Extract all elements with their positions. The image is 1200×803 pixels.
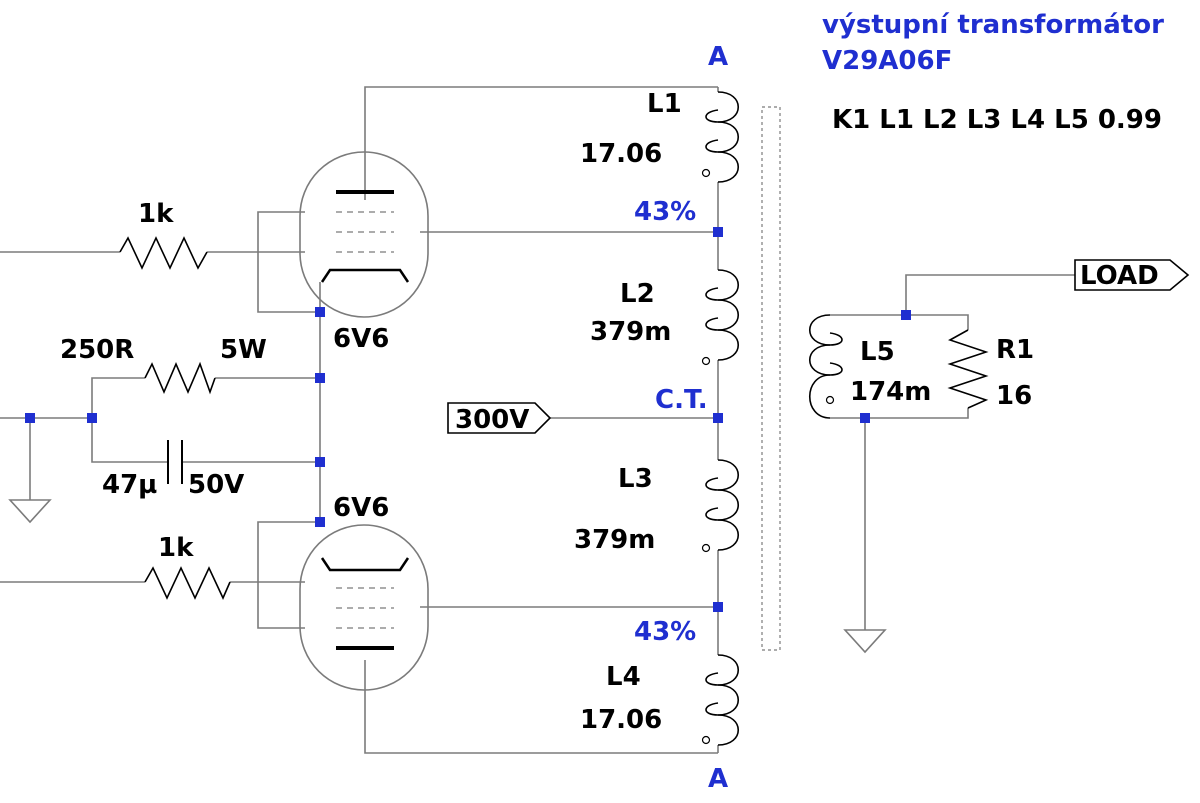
center-tap-label: C.T. (655, 385, 708, 415)
cathode-capacitor-voltage: 50V (188, 470, 244, 500)
cathode-resistor-power: 5W (220, 335, 267, 365)
inductor-l4 (701, 654, 740, 746)
inductor-l3-value: 379m (574, 525, 655, 555)
upper-tube-label: 6V6 (333, 324, 389, 354)
tap-upper-label: 43% (634, 197, 696, 227)
tap-lower-label: 43% (634, 617, 696, 647)
coupling-statement: K1 L1 L2 L3 L4 L5 0.99 (832, 105, 1162, 135)
inductor-l4-name: L4 (606, 662, 641, 692)
inductor-l5 (808, 314, 843, 419)
junction-dot (860, 413, 870, 423)
inductor-l3 (701, 459, 740, 553)
ground-symbol-right (843, 629, 887, 654)
inductor-l1 (701, 91, 740, 183)
inductor-l1-value: 17.06 (580, 139, 662, 169)
ground-symbol-left (8, 499, 52, 524)
load-port-label: LOAD (1080, 261, 1159, 291)
load-resistor-name: R1 (996, 335, 1034, 365)
junctions (25, 227, 911, 612)
upper-tube-6v6 (299, 151, 429, 318)
cathode-resistor (144, 361, 216, 395)
inductor-l2 (701, 269, 740, 366)
cathode-capacitor (167, 440, 183, 484)
anode-label-bottom: A (708, 764, 728, 794)
junction-dot (315, 457, 325, 467)
junction-dot (315, 373, 325, 383)
supply-port-flag (447, 402, 552, 434)
junction-dot (315, 307, 325, 317)
inductor-l4-value: 17.06 (580, 705, 662, 735)
inductor-l5-value: 174m (850, 377, 931, 407)
inductor-l2-value: 379m (590, 317, 671, 347)
junction-dot (901, 310, 911, 320)
inductor-l2-name: L2 (620, 279, 655, 309)
anode-label-top: A (708, 42, 728, 72)
lower-grid-resistor (144, 566, 231, 600)
title-line-1: výstupní transformátor (822, 10, 1164, 40)
title-line-2: V29A06F (822, 46, 952, 76)
transformer-core (761, 106, 781, 651)
load-resistor (947, 329, 989, 409)
load-resistor-value: 16 (996, 381, 1032, 411)
inductor-l5-name: L5 (860, 337, 895, 367)
supply-port-label: 300V (455, 405, 529, 435)
inductor-l1-name: L1 (647, 89, 682, 119)
lower-tube-label: 6V6 (333, 493, 389, 523)
inductor-l3-name: L3 (618, 464, 653, 494)
load-port-flag (1074, 259, 1190, 291)
cathode-resistor-value: 250R (60, 335, 134, 365)
junction-dot (315, 517, 325, 527)
junction-dot (713, 227, 723, 237)
upper-grid-resistor-label: 1k (138, 199, 174, 229)
junction-dot (713, 413, 723, 423)
junction-dot (713, 602, 723, 612)
wires (0, 86, 1075, 754)
lower-tube-6v6 (299, 524, 429, 691)
lower-grid-resistor-label: 1k (158, 533, 194, 563)
junction-dot (87, 413, 97, 423)
cathode-capacitor-value: 47µ (102, 470, 157, 500)
junction-dot (25, 413, 35, 423)
upper-grid-resistor (119, 236, 208, 270)
